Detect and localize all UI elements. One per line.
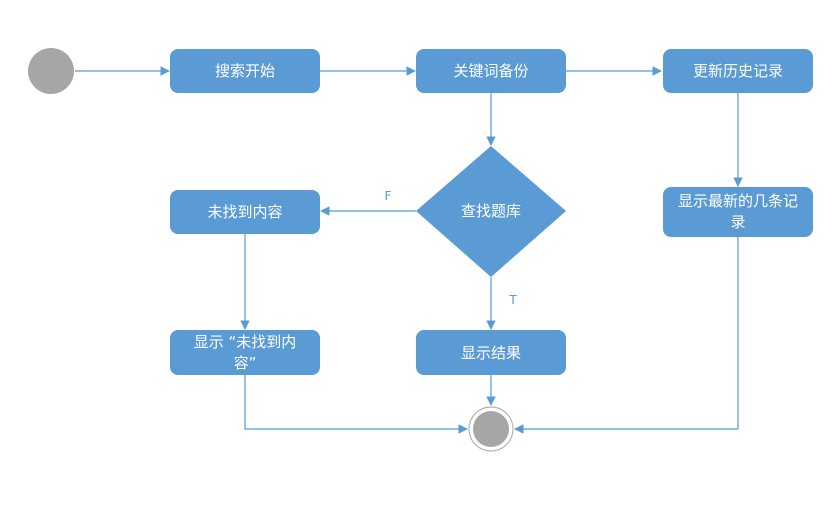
- node-update-history-box: [663, 49, 813, 93]
- node-show-not-found-label-line1: 显示 “未找到内: [194, 333, 297, 351]
- node-keyword-backup: 关键词备份: [416, 49, 566, 93]
- end-node-core: [473, 411, 509, 447]
- node-show-latest-label-line2: 录: [730, 213, 745, 231]
- node-keyword-backup-label: 关键词备份: [453, 62, 528, 80]
- node-not-found: 未找到内容: [170, 190, 320, 234]
- node-query-bank-diamond: [416, 146, 566, 277]
- edge-latest-to-end: [514, 237, 739, 434]
- node-keyword-backup-box: [416, 49, 566, 93]
- node-not-found-box: [170, 190, 320, 234]
- end-node: [468, 406, 514, 452]
- node-show-result-box: [416, 330, 566, 375]
- node-query-bank: 查找题库: [416, 146, 566, 277]
- node-show-result-label: 显示结果: [461, 344, 521, 362]
- start-node: [28, 48, 74, 94]
- node-query-bank-label: 查找题库: [461, 202, 521, 220]
- edge-label-false: F: [385, 189, 392, 203]
- node-search-start-box: [170, 49, 320, 93]
- node-show-not-found-label-line2: 容”: [234, 354, 257, 372]
- node-show-not-found: 显示 “未找到内 容”: [170, 330, 320, 375]
- node-not-found-label: 未找到内容: [207, 203, 282, 221]
- node-update-history-label: 更新历史记录: [693, 62, 783, 80]
- node-show-result: 显示结果: [416, 330, 566, 375]
- node-show-not-found-box: [170, 330, 320, 375]
- node-show-latest-label-line1: 显示最新的几条记: [678, 192, 798, 210]
- node-search-start-label: 搜索开始: [215, 62, 275, 80]
- edges: [75, 66, 743, 434]
- edge-shownotfound-to-end: [244, 375, 468, 434]
- node-show-latest: 显示最新的几条记 录: [663, 187, 813, 237]
- node-update-history: 更新历史记录: [663, 49, 813, 93]
- edge-label-true: T: [508, 293, 517, 307]
- node-show-latest-box: [663, 187, 813, 237]
- node-search-start: 搜索开始: [170, 49, 320, 93]
